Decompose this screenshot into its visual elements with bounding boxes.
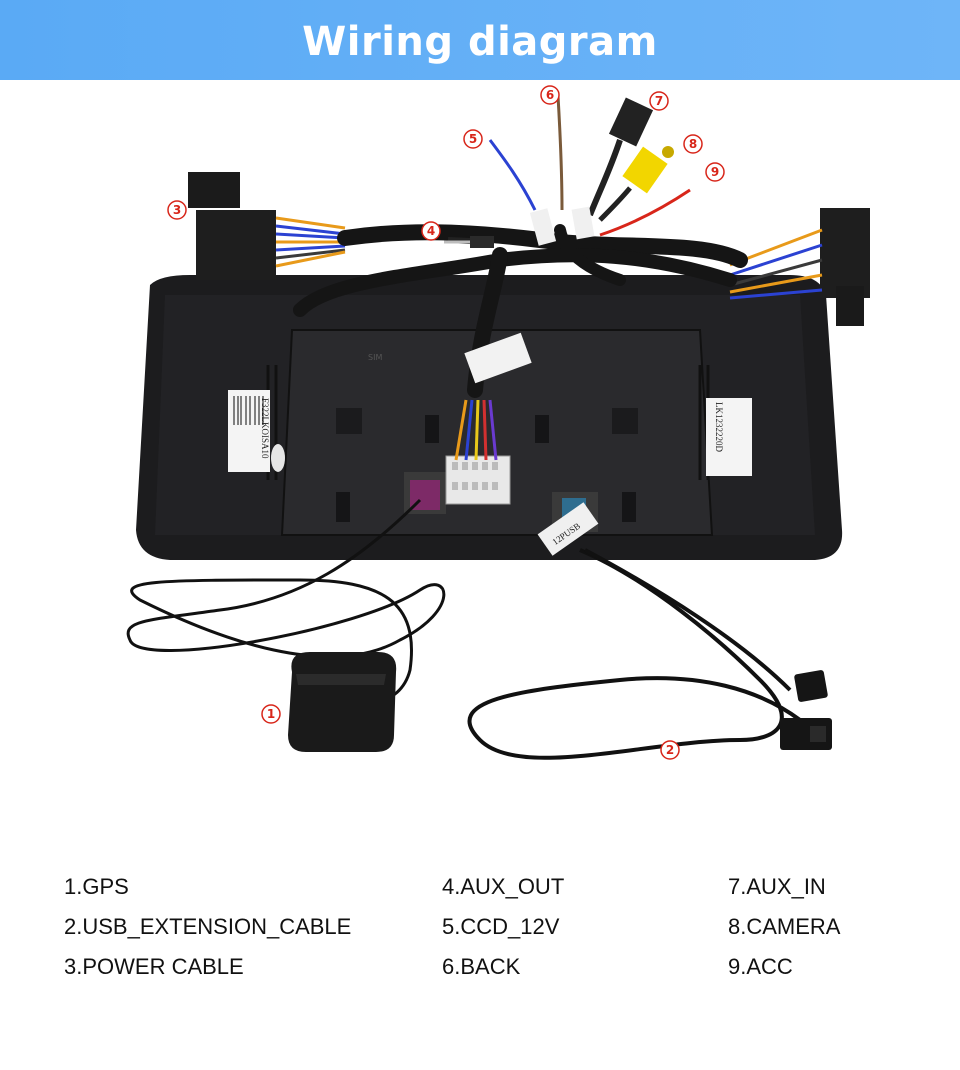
legend-item-gps: 1.GPS bbox=[64, 874, 129, 899]
svg-text:7: 7 bbox=[655, 94, 663, 108]
right-sticker-text: LK1232220D bbox=[714, 402, 724, 452]
svg-text:3: 3 bbox=[173, 203, 181, 217]
svg-text:1: 1 bbox=[267, 707, 275, 721]
sim-label: SIM bbox=[368, 353, 382, 362]
svg-text:6: 6 bbox=[546, 88, 554, 102]
head-unit: F322LKOISA10 LK1232220D SIM 12PUSB bbox=[136, 275, 843, 560]
callout-markers: 1 2 3 4 5 6 7 8 9 bbox=[167, 85, 725, 760]
product-photo: F322LKOISA10 LK1232220D SIM 12PUSB bbox=[126, 85, 870, 760]
marker-1: 1 bbox=[261, 704, 281, 724]
page-title: Wiring diagram bbox=[302, 19, 658, 65]
svg-text:5: 5 bbox=[469, 132, 477, 146]
marker-2: 2 bbox=[660, 740, 680, 760]
svg-text:2: 2 bbox=[666, 743, 674, 757]
gps-antenna bbox=[126, 498, 446, 752]
usb-extension-cable bbox=[467, 548, 832, 760]
left-sticker-text: F322LKOISA10 bbox=[260, 398, 270, 459]
marker-7: 7 bbox=[649, 91, 669, 111]
legend: 1.GPS 2.USB_EXTENSION_CABLE 3.POWER CABL… bbox=[0, 872, 960, 1002]
marker-9: 9 bbox=[705, 162, 725, 182]
legend-item-usb-extension-cable: 2.USB_EXTENSION_CABLE bbox=[64, 914, 352, 939]
legend-item-back: 6.BACK bbox=[442, 954, 521, 979]
legend-item-aux-out: 4.AUX_OUT bbox=[442, 874, 565, 899]
svg-text:8: 8 bbox=[689, 137, 697, 151]
marker-8: 8 bbox=[683, 134, 703, 154]
legend-item-camera: 8.CAMERA bbox=[728, 914, 841, 939]
title-banner: Wiring diagram bbox=[0, 0, 960, 80]
wiring-harness bbox=[188, 95, 870, 461]
svg-text:4: 4 bbox=[427, 224, 435, 238]
right-sticker bbox=[706, 398, 752, 476]
marker-5: 5 bbox=[463, 129, 483, 149]
legend-item-acc: 9.ACC bbox=[728, 954, 793, 979]
legend-item-power-cable: 3.POWER CABLE bbox=[64, 954, 244, 979]
marker-6: 6 bbox=[540, 85, 560, 105]
marker-3: 3 bbox=[167, 200, 187, 220]
marker-4: 4 bbox=[421, 221, 441, 241]
svg-text:9: 9 bbox=[711, 165, 719, 179]
legend-item-aux-in: 7.AUX_IN bbox=[728, 874, 826, 899]
legend-item-ccd-12v: 5.CCD_12V bbox=[442, 914, 560, 939]
